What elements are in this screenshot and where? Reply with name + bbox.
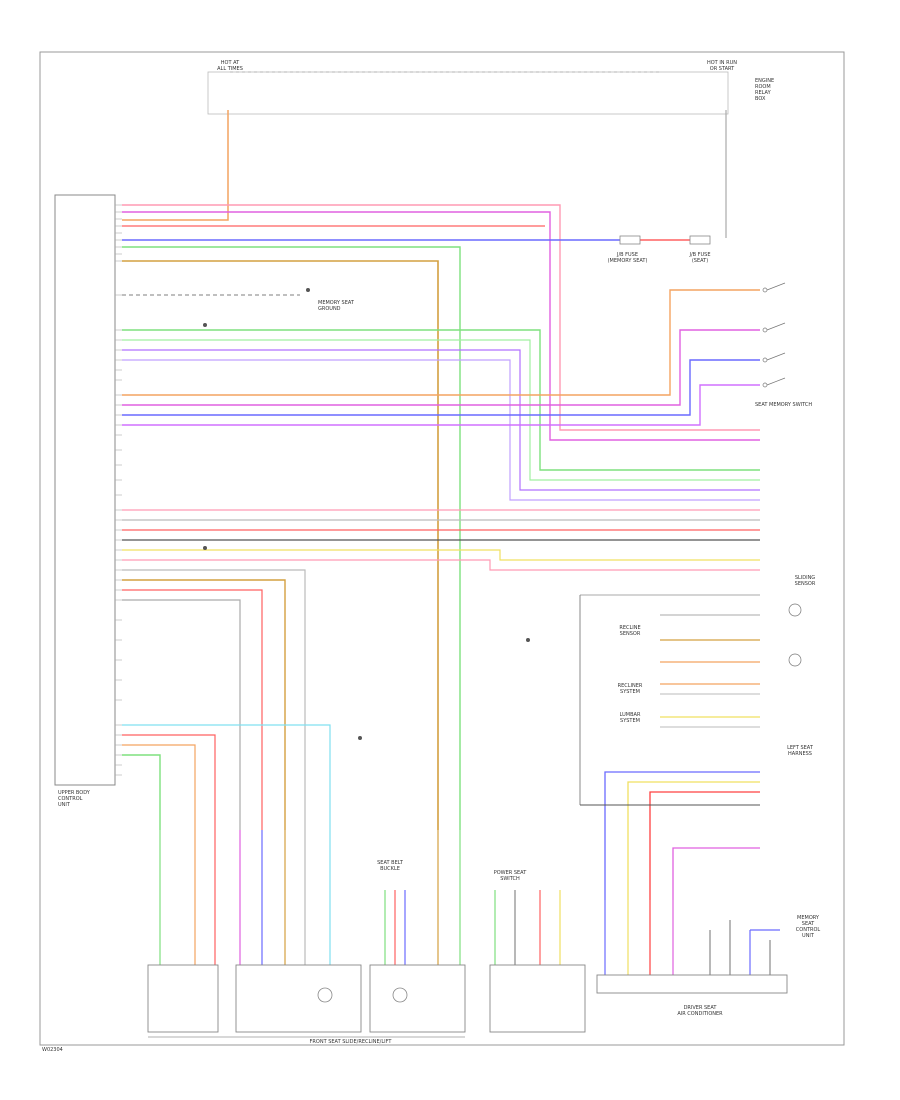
motor-box-1 bbox=[147, 964, 219, 1033]
unit-terminals bbox=[115, 204, 122, 776]
label-fuse-memory-seat: J/B FUSE (MEMORY SEAT) bbox=[607, 252, 648, 264]
wire-red-5 bbox=[122, 734, 216, 830]
label-memory-seat-unit: MEMORY SEAT CONTROL UNIT bbox=[795, 915, 821, 939]
motor-symbol-2 bbox=[392, 987, 408, 1003]
wire-red-4 bbox=[122, 589, 263, 830]
wire-magenta-3 bbox=[672, 847, 760, 900]
wire-orange-3 bbox=[122, 744, 196, 830]
label-lumbar: LUMBAR SYSTEM bbox=[619, 712, 641, 724]
label-hot-in-run: HOT IN RUN OR START bbox=[706, 60, 738, 72]
label-sliding-sensor: SLIDING SENSOR bbox=[794, 575, 816, 587]
wire-grey-4 bbox=[122, 599, 241, 830]
wire-orange-2 bbox=[122, 289, 760, 396]
label-driver-seat: DRIVER SEAT AIR CONDITIONER bbox=[677, 1005, 723, 1017]
wire-cyan-1 bbox=[122, 724, 331, 830]
label-engine-relay-box: ENGINE ROOM RELAY BOX bbox=[755, 78, 775, 102]
label-front-seat-motors: FRONT SEAT SLIDE/RECLINE/LIFT bbox=[309, 1039, 392, 1045]
label-fuse-seat: J/B FUSE (SEAT) bbox=[689, 252, 711, 264]
label-recliner-system: RECLINER SYSTEM bbox=[617, 683, 643, 695]
label-recline-sensor: RECLINE SENSOR bbox=[619, 625, 641, 637]
wire-magenta-1 bbox=[122, 211, 760, 441]
wire-yellow-3 bbox=[627, 781, 760, 900]
wire-grey-3 bbox=[122, 569, 306, 830]
fuse-left bbox=[619, 235, 641, 245]
wire-blue-2 bbox=[122, 359, 760, 416]
wire-red-6 bbox=[649, 791, 760, 900]
motor-box-4 bbox=[489, 964, 586, 1033]
motor-box-2 bbox=[235, 964, 362, 1033]
bottom-wire-stubs bbox=[159, 830, 771, 975]
label-page-ref: W02304 bbox=[42, 1047, 63, 1053]
wire-yellow-1 bbox=[122, 549, 760, 561]
label-hot-at-all-times: HOT AT ALL TIMES bbox=[217, 60, 243, 72]
wire-green-2 bbox=[122, 329, 760, 471]
wire-pink-1 bbox=[122, 204, 760, 431]
fuse-right bbox=[689, 235, 711, 245]
switch-symbols bbox=[762, 282, 802, 667]
ground-point-4 bbox=[203, 546, 207, 550]
wire-green-4 bbox=[122, 754, 161, 830]
motor-box-3 bbox=[369, 964, 466, 1033]
ground-point-5 bbox=[306, 288, 310, 292]
ground-point-2 bbox=[526, 638, 530, 642]
wire-blue-3 bbox=[604, 771, 760, 900]
memory-seat-control-unit bbox=[54, 194, 116, 786]
motor-symbol-1 bbox=[317, 987, 333, 1003]
label-power-seat-switch: POWER SEAT SWITCH bbox=[493, 870, 527, 882]
wire-violet-1 bbox=[122, 349, 760, 491]
wire-green-3 bbox=[122, 339, 760, 481]
wire-brown-1 bbox=[122, 260, 439, 830]
wire-brown-2 bbox=[122, 579, 286, 830]
ground-point-1 bbox=[358, 736, 362, 740]
wire-lavender-1 bbox=[122, 359, 760, 501]
fuse-box-top bbox=[207, 71, 729, 115]
diagram-frame bbox=[39, 51, 845, 1046]
wire-violet-2 bbox=[122, 384, 760, 426]
wire-pink-3 bbox=[122, 559, 760, 571]
label-upper-body-control: UPPER BODY CONTROL UNIT bbox=[58, 790, 90, 808]
label-seat-ground: MEMORY SEAT GROUND bbox=[318, 300, 354, 312]
ground-point-3 bbox=[203, 323, 207, 327]
wire-magenta-2 bbox=[122, 329, 760, 406]
wire-green-1 bbox=[122, 246, 461, 830]
wire-orange-feed bbox=[122, 110, 229, 221]
label-seat-belt-buckle: SEAT BELT BUCKLE bbox=[377, 860, 403, 872]
label-seat-memory-switch: SEAT MEMORY SWITCH bbox=[755, 402, 813, 408]
connector-box-right bbox=[596, 974, 788, 994]
label-left-harness: LEFT SEAT HARNESS bbox=[787, 745, 813, 757]
